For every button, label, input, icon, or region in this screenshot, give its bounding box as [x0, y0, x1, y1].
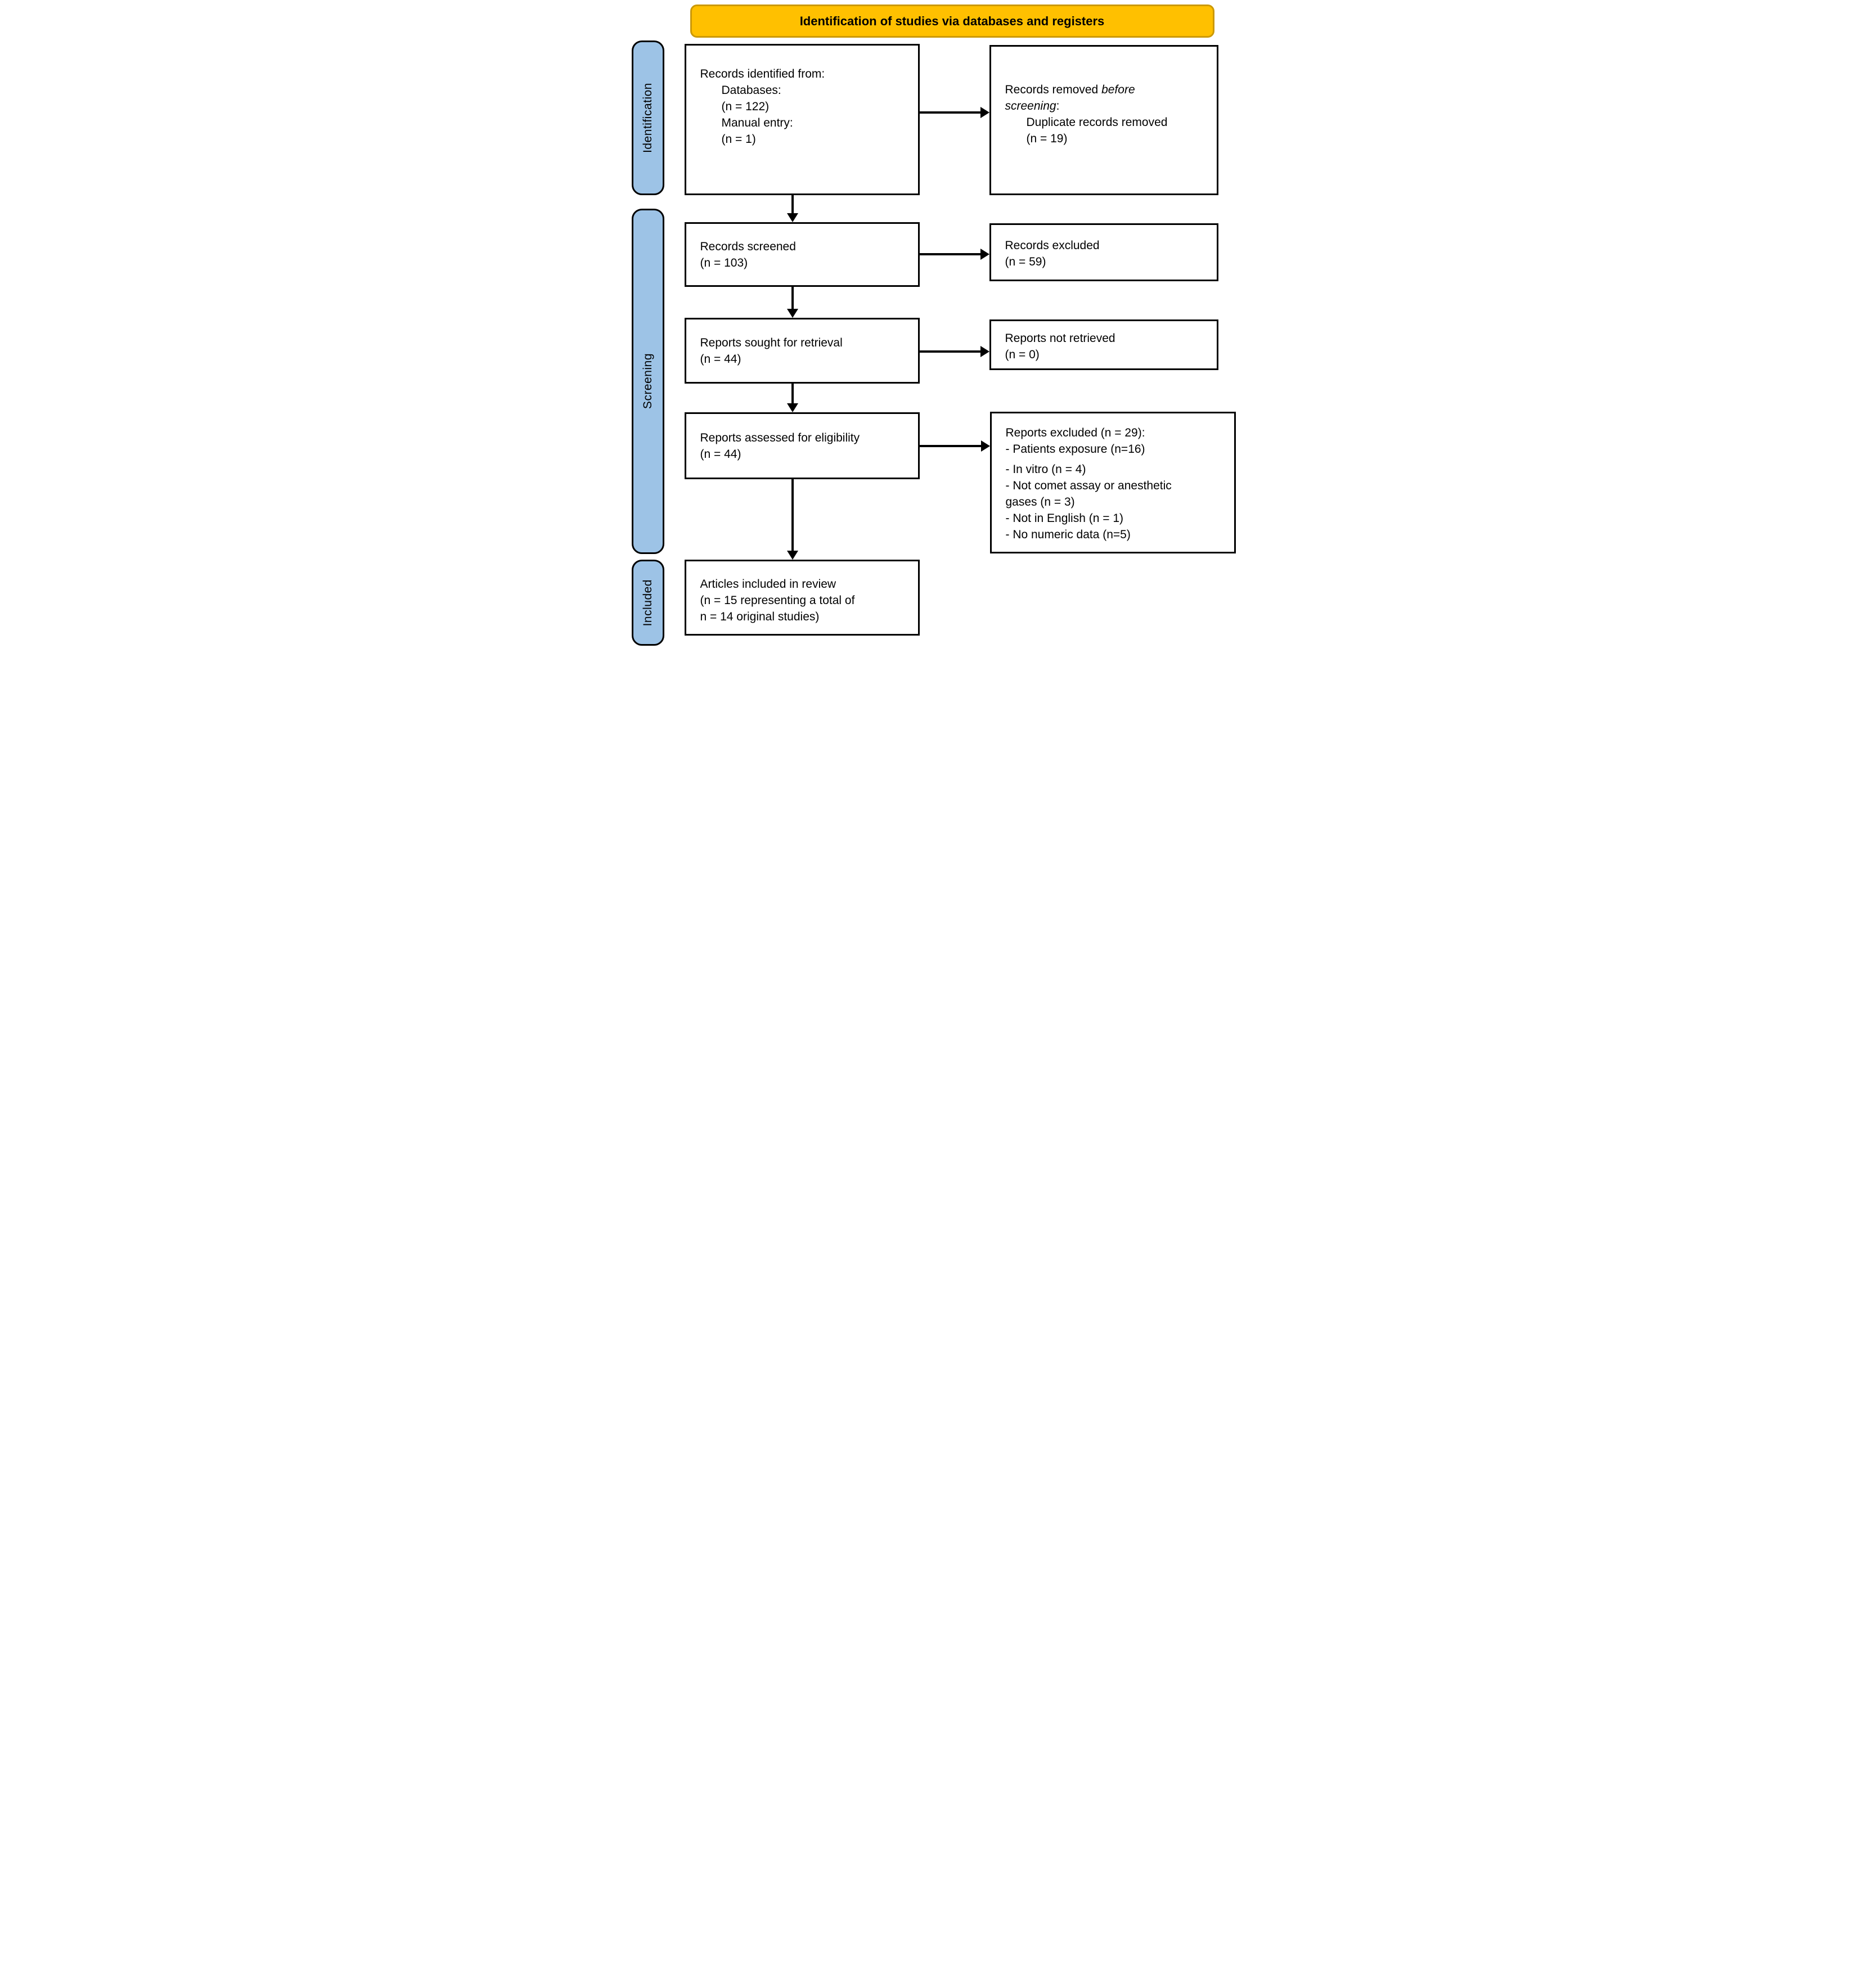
exclusion-reason: - Not in English (n = 1)	[1005, 512, 1124, 525]
arrow-down-icon	[786, 213, 798, 222]
text-line: Reports not retrieved	[1005, 332, 1115, 345]
text-line: Records removed before screening:	[1005, 83, 1135, 112]
exclusion-reason: - Patients exposure (n=16)	[1005, 443, 1145, 456]
box-reports-assessed: Reports assessed for eligibility (n = 44…	[684, 412, 920, 479]
stage-label-text: Screening	[641, 353, 654, 409]
arrow-right-icon	[980, 107, 989, 118]
text-line: Duplicate records removed	[1026, 116, 1168, 129]
text-line: (n = 44)	[700, 448, 741, 461]
box-reports-sought: Reports sought for retrieval (n = 44)	[684, 318, 920, 384]
box-reports-not-retrieved: Reports not retrieved (n = 0)	[989, 319, 1218, 370]
text-line: n = 14 original studies)	[700, 610, 820, 623]
diagram-title-banner: Identification of studies via databases …	[690, 4, 1214, 38]
box-records-screened: Records screened (n = 103)	[684, 222, 920, 287]
diagram-title: Identification of studies via databases …	[799, 13, 1105, 28]
box-records-removed-before-screening: Records removed before screening: Duplic…	[989, 45, 1218, 195]
text-line: Reports excluded (n = 29):	[1005, 426, 1145, 439]
text-line: (n = 59)	[1005, 255, 1046, 268]
stage-label-screening: Screening	[631, 209, 664, 554]
arrow-identified-to-removed-line	[919, 111, 982, 114]
arrow-assessed-to-reasons-line	[919, 445, 982, 447]
text-line: (n = 1)	[721, 133, 756, 146]
text-line: (n = 44)	[700, 353, 741, 366]
box-articles-included: Articles included in review (n = 15 repr…	[684, 560, 920, 636]
arrow-screened-to-excluded-line	[919, 253, 982, 255]
arrow-down-icon	[786, 403, 798, 412]
text-line: (n = 103)	[700, 256, 748, 269]
prisma-flow-diagram: Identification of studies via databases …	[625, 0, 1251, 660]
box-reports-excluded-reasons: Reports excluded (n = 29): - Patients ex…	[989, 412, 1236, 553]
arrow-right-icon	[980, 249, 989, 260]
text-line: Reports assessed for eligibility	[700, 431, 860, 444]
arrow-sought-to-assessed-line	[791, 384, 794, 404]
arrow-down-icon	[786, 551, 798, 560]
text-line: (n = 15 representing a total of	[700, 594, 855, 607]
stage-label-text: Identification	[641, 83, 654, 153]
exclusion-reason: - Not comet assay or anesthetic gases (n…	[1005, 479, 1172, 508]
exclusion-reason: - No numeric data (n=5)	[1005, 528, 1131, 541]
text-line: Databases:	[721, 84, 781, 97]
arrow-right-icon	[980, 346, 989, 357]
text-line: Manual entry:	[721, 116, 793, 129]
italic-text: before screening	[1005, 83, 1135, 112]
text-line: Records excluded	[1005, 239, 1100, 252]
text-line: (n = 122)	[721, 100, 770, 113]
box-records-identified: Records identified from: Databases: (n =…	[684, 44, 920, 195]
stage-label-identification: Identification	[631, 40, 664, 195]
box-records-excluded: Records excluded (n = 59)	[989, 223, 1218, 281]
arrow-screened-to-sought-line	[791, 287, 794, 310]
arrow-sought-to-notretrieved-line	[919, 350, 982, 353]
exclusion-reason: - In vitro (n = 4)	[1005, 463, 1086, 476]
text-line: (n = 19)	[1026, 132, 1068, 145]
arrow-assessed-to-included-line	[791, 479, 794, 552]
text-line: Records identified from:	[700, 67, 825, 80]
text-line: Reports sought for retrieval	[700, 336, 843, 349]
arrow-identified-to-screened-line	[791, 195, 794, 214]
text-line: (n = 0)	[1005, 348, 1040, 361]
text-line: Articles included in review	[700, 578, 836, 591]
arrow-down-icon	[786, 309, 798, 318]
text-line: Records screened	[700, 240, 796, 253]
stage-label-included: Included	[631, 560, 664, 646]
stage-label-text: Included	[641, 579, 654, 627]
arrow-right-icon	[980, 440, 990, 452]
